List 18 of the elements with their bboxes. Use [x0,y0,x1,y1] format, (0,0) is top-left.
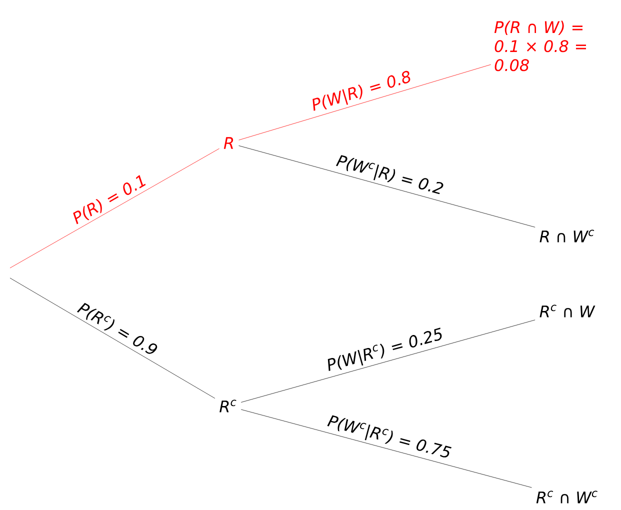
outcome-label: R$^{c}$ ∩ W$^{c}$ [536,490,598,504]
branch-line [238,145,536,228]
outcome-label: R$^{c}$ ∩ W [540,304,596,318]
edge-label: P(R$^{c}$) = 0.9 [76,302,158,354]
edge-label: P(W|R) = 0.8 [312,70,410,111]
edge-label: P(W$^{c}$|R$^{c}$) = 0.75 [327,415,452,458]
branch-line [10,278,216,399]
branch-line [240,320,536,403]
outcome-label: R$^{c}$ [220,400,236,412]
branch-line [238,64,491,140]
edge-label: P(R) = 0.1 [73,175,146,224]
edge-label: P(W|R$^{c}$) = 0.25 [328,328,442,371]
branch-line [10,148,220,268]
branch-line [240,409,532,488]
result-label: P(R ∩ W) = 0.1 × 0.8 = 0.08 [494,20,586,72]
outcome-label: R [224,137,234,149]
edge-label: P(W$^{c}$|R) = 0.2 [336,155,444,194]
outcome-label: R ∩ W$^{c}$ [540,230,594,242]
